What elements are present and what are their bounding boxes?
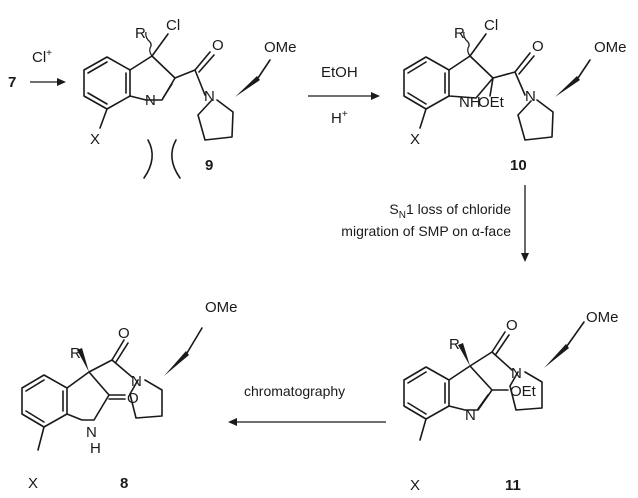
condition-chromatography: chromatography bbox=[244, 383, 345, 399]
reaction-arrow-4-head bbox=[228, 418, 237, 426]
pyrrolidine-ring bbox=[517, 99, 554, 141]
oxindole-hydrogen-label: H bbox=[90, 440, 101, 457]
compound-number-7: 7 bbox=[8, 74, 16, 91]
five-membered-ring bbox=[448, 365, 493, 411]
compound-number-10: 10 bbox=[510, 157, 527, 174]
ethoxy-label: OEt bbox=[510, 383, 537, 400]
carbonyl-oxygen-label: O bbox=[506, 317, 518, 334]
reaction-arrow-1-head bbox=[57, 78, 66, 86]
reaction-arrow-2-head bbox=[371, 92, 380, 100]
condition-sn1: SN1 loss of chloride bbox=[389, 201, 511, 221]
compound-11-structure: R O OMe N OEt N X 11 bbox=[403, 309, 619, 494]
methoxy-label: OMe bbox=[205, 299, 238, 316]
oxindole-carbonyl-oxygen-label: O bbox=[127, 390, 139, 407]
stereo-wedge bbox=[235, 76, 260, 97]
stereo-wedge bbox=[555, 76, 580, 97]
methoxy-label: OMe bbox=[264, 39, 297, 56]
steric-arc-right bbox=[171, 139, 181, 179]
benzene-ring bbox=[83, 56, 131, 110]
pyrrolidine-ring bbox=[129, 379, 163, 419]
compound-8-structure: R O OMe N O N H X 8 bbox=[21, 299, 238, 492]
methoxy-label: OMe bbox=[594, 39, 627, 56]
pyrrolidine-ring bbox=[509, 371, 543, 411]
stereo-wedge-r bbox=[458, 343, 470, 366]
methoxy-label: OMe bbox=[586, 309, 619, 326]
amide-nitrogen-label: N bbox=[131, 373, 142, 390]
chlorine-cation-reagent: Cl+ bbox=[32, 48, 52, 66]
indoline-nh-label: NH bbox=[459, 94, 481, 111]
x-substituent-label: X bbox=[90, 131, 100, 148]
step-2: EtOH H+ bbox=[308, 64, 380, 127]
imine-nitrogen-label: N bbox=[145, 92, 156, 109]
condition-migration: migration of SMP on α-face bbox=[341, 223, 511, 239]
r-group-label: R bbox=[449, 336, 460, 353]
r-group-label: R bbox=[70, 345, 81, 362]
r-group-label: R bbox=[454, 25, 465, 42]
carbonyl-oxygen-label: O bbox=[118, 325, 130, 342]
x-substituent-label: X bbox=[410, 131, 420, 148]
r-group-label: R bbox=[135, 25, 146, 42]
stereo-wedge bbox=[164, 351, 189, 376]
five-membered-ring bbox=[448, 55, 494, 99]
amide-nitrogen-label: N bbox=[511, 365, 522, 382]
step-1: 7 Cl+ bbox=[8, 48, 66, 91]
step-4: chromatography bbox=[228, 383, 386, 426]
chloro-label: Cl bbox=[166, 17, 180, 34]
carbonyl-oxygen-label: O bbox=[532, 38, 544, 55]
benzene-ring bbox=[21, 374, 68, 428]
steric-arc-left bbox=[143, 139, 153, 179]
reagent-ethanol: EtOH bbox=[321, 64, 358, 81]
reagent-acid: H+ bbox=[331, 109, 348, 127]
compound-9-structure: R Cl O OMe N N X 9 bbox=[83, 17, 297, 179]
compound-number-9: 9 bbox=[205, 157, 213, 174]
oxindole-nitrogen-label: N bbox=[86, 424, 97, 441]
x-substituent-label: X bbox=[28, 475, 38, 492]
five-membered-ring bbox=[66, 371, 110, 421]
compound-10-structure: R Cl O OMe NH OEt N X 10 bbox=[403, 17, 627, 174]
reaction-arrow-3-head bbox=[521, 253, 529, 262]
chloro-label: Cl bbox=[484, 17, 498, 34]
benzene-ring bbox=[403, 56, 450, 110]
step-3: SN1 loss of chloride migration of SMP on… bbox=[341, 185, 529, 262]
compound-number-11: 11 bbox=[505, 477, 521, 494]
amide-nitrogen-label: N bbox=[204, 88, 215, 105]
compound-number-8: 8 bbox=[120, 475, 128, 492]
wavy-bond-r bbox=[145, 31, 153, 57]
ethoxy-label: OEt bbox=[478, 94, 505, 111]
carbonyl-oxygen-label: O bbox=[212, 37, 224, 54]
stereo-wedge-r bbox=[77, 348, 89, 372]
imine-nitrogen-label: N bbox=[465, 407, 476, 424]
amide-nitrogen-label: N bbox=[525, 88, 536, 105]
pyrrolidine-ring bbox=[197, 99, 234, 141]
benzene-ring bbox=[403, 366, 450, 420]
x-substituent-label: X bbox=[410, 477, 420, 494]
stereo-wedge bbox=[544, 344, 569, 368]
